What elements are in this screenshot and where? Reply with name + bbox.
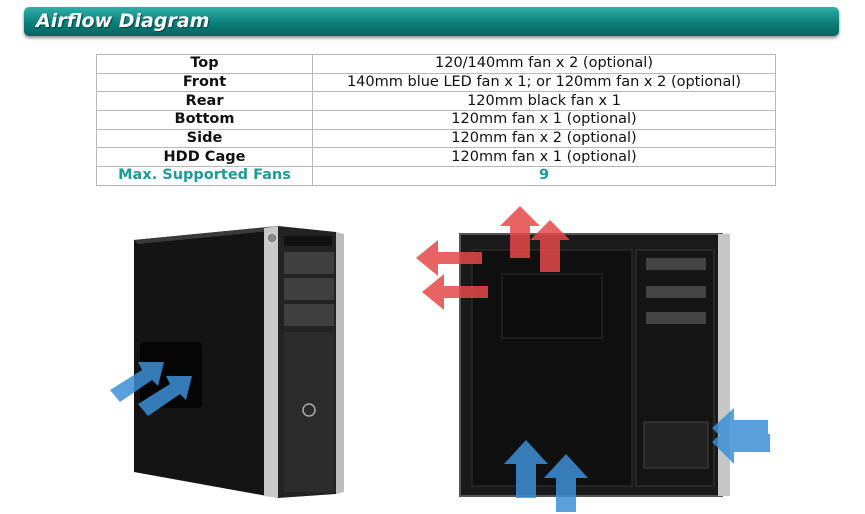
row-label: Front xyxy=(96,72,313,93)
logo-icon xyxy=(302,403,316,417)
row-label: Rear xyxy=(96,91,313,112)
row-label: Side xyxy=(96,128,313,149)
row-label: HDD Cage xyxy=(96,147,313,168)
front-mesh xyxy=(284,332,334,492)
table-row: Bottom 120mm fan x 1 (optional) xyxy=(96,110,776,130)
table-row: Rear 120mm black fan x 1 xyxy=(96,91,776,112)
row-value: 120mm fan x 2 (optional) xyxy=(312,128,776,149)
max-fans-label: Max. Supported Fans xyxy=(96,166,313,186)
case-side-panel xyxy=(134,226,278,498)
drive-bay xyxy=(284,252,334,274)
front-io-ports xyxy=(284,236,332,246)
drive-bay xyxy=(284,278,334,300)
front-trim xyxy=(264,226,278,498)
row-value: 120mm black fan x 1 xyxy=(312,91,776,112)
table-row: HDD Cage 120mm fan x 1 (optional) xyxy=(96,147,776,168)
table-row: Side 120mm fan x 2 (optional) xyxy=(96,128,776,149)
row-value: 120mm fan x 1 (optional) xyxy=(312,147,776,168)
row-value: 120/140mm fan x 2 (optional) xyxy=(312,54,776,74)
intake-arrow-icon xyxy=(504,408,770,512)
max-fans-value: 9 xyxy=(312,166,776,186)
fan-spec-table: Top 120/140mm fan x 2 (optional) Front 1… xyxy=(96,54,776,186)
max-fans-row: Max. Supported Fans 9 xyxy=(96,166,776,186)
title-bar: Airflow Diagram xyxy=(24,7,839,36)
row-label: Bottom xyxy=(96,110,313,130)
drive-bay xyxy=(284,304,334,326)
table-row: Front 140mm blue LED fan x 1; or 120mm f… xyxy=(96,72,776,93)
row-label: Top xyxy=(96,54,313,74)
exhaust-arrow-icon xyxy=(416,206,570,310)
table-row: Top 120/140mm fan x 2 (optional) xyxy=(96,54,776,74)
page-title: Airflow Diagram xyxy=(36,10,210,32)
intake-arrow-icon xyxy=(110,362,192,416)
row-value: 140mm blue LED fan x 1; or 120mm fan x 2… xyxy=(312,72,776,93)
case-interior-image xyxy=(416,206,770,512)
case-exterior-image xyxy=(110,226,344,498)
power-button-icon xyxy=(266,232,278,244)
row-value: 120mm fan x 1 (optional) xyxy=(312,110,776,130)
